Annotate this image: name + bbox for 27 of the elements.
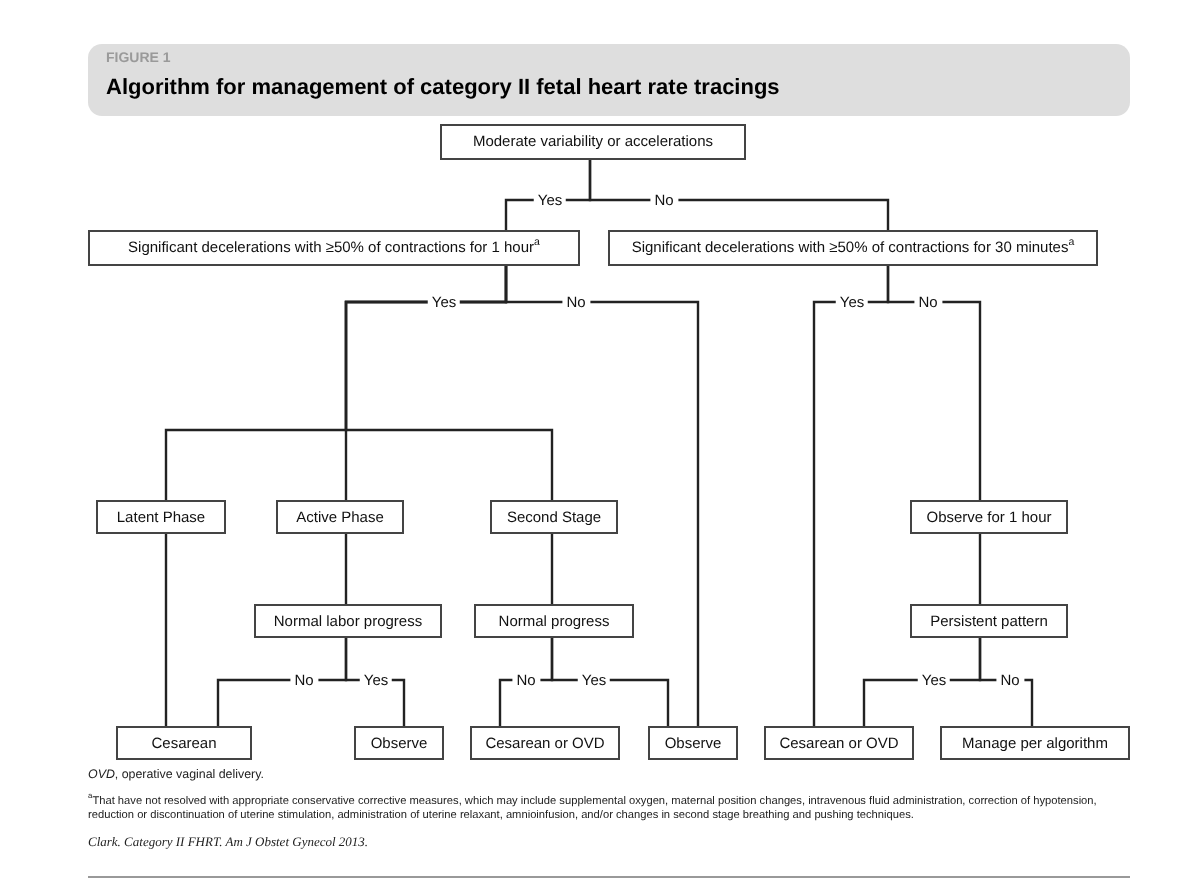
connector-line xyxy=(978,534,982,604)
connector-line xyxy=(550,534,554,604)
connector-line xyxy=(886,266,982,500)
connector-line xyxy=(344,534,348,604)
connector-line xyxy=(588,160,890,230)
process-box xyxy=(96,500,226,534)
process-box xyxy=(490,500,618,534)
process-box xyxy=(648,726,738,760)
process-box xyxy=(940,726,1130,760)
process-box xyxy=(276,500,404,534)
decision-box xyxy=(474,604,634,638)
decision-box xyxy=(608,230,1098,266)
process-box xyxy=(470,726,620,760)
connector-line xyxy=(164,534,168,726)
connector-line xyxy=(504,266,700,726)
decision-box xyxy=(88,230,580,266)
process-box xyxy=(910,500,1068,534)
decision-box xyxy=(440,124,746,160)
process-box xyxy=(116,726,252,760)
decision-box xyxy=(910,604,1068,638)
connector-line xyxy=(550,638,670,726)
process-box xyxy=(764,726,914,760)
decision-box xyxy=(254,604,442,638)
connector-line xyxy=(978,638,1034,726)
connector-line xyxy=(344,638,406,726)
process-box xyxy=(354,726,444,760)
figure-title: Algorithm for management of category II fetal heart rate tracings xyxy=(106,78,780,100)
